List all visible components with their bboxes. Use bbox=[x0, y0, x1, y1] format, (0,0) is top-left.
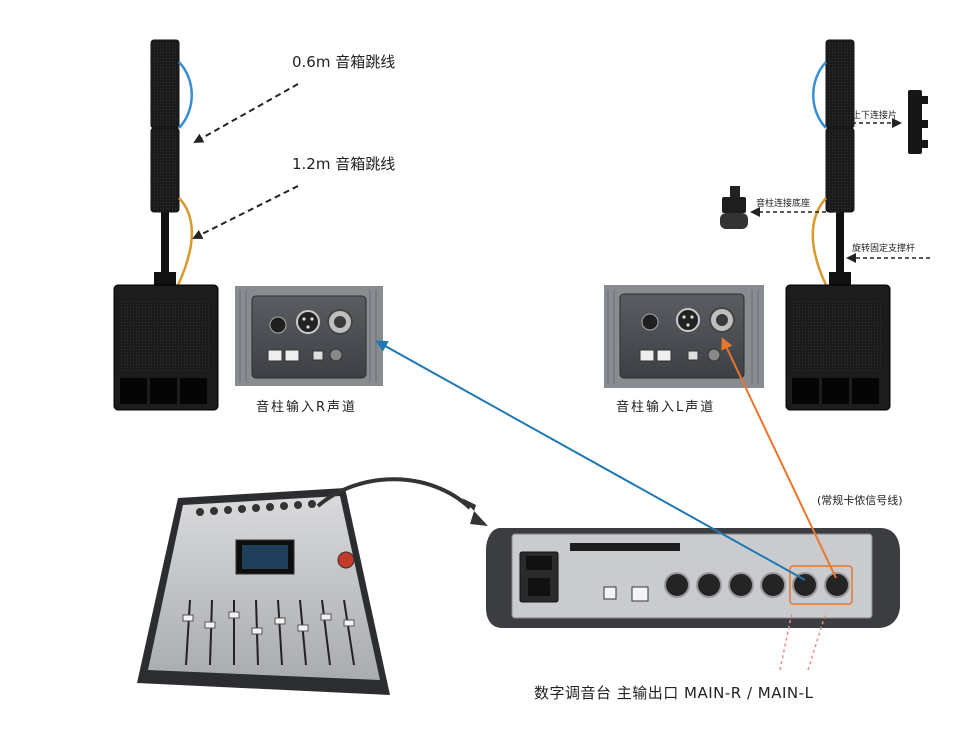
xlr-connector-icon bbox=[296, 310, 320, 334]
subwoofer-port-1 bbox=[792, 378, 819, 404]
jumper-cable-short bbox=[178, 61, 193, 129]
pole-base bbox=[829, 272, 851, 286]
subwoofer-grille bbox=[119, 300, 209, 372]
xlr-connector-icon bbox=[676, 308, 700, 332]
curved-arrow-icon bbox=[316, 477, 472, 510]
pointer-main-l bbox=[807, 611, 827, 671]
column-speaker-bottom bbox=[825, 127, 855, 213]
fader-caps bbox=[182, 611, 355, 635]
rj45-port-icon bbox=[631, 586, 649, 602]
column-base-part bbox=[720, 186, 748, 229]
heatsink-fins bbox=[239, 290, 377, 382]
subwoofer-port-1 bbox=[120, 378, 147, 404]
digital-mixer-rear-panel bbox=[486, 528, 900, 628]
link-plate-part bbox=[908, 90, 928, 154]
label-signal-cable: (常规卡侬信号线) bbox=[817, 494, 903, 507]
usb-port-icon bbox=[687, 350, 699, 361]
rear-panel-left-channel bbox=[604, 285, 764, 388]
level-knob bbox=[641, 313, 659, 331]
level-knob bbox=[269, 316, 287, 334]
main-out-highlight bbox=[789, 565, 853, 605]
channel-knobs bbox=[196, 500, 316, 516]
jumper-cable-long bbox=[176, 197, 194, 286]
curved-arrow-head bbox=[462, 498, 488, 526]
subwoofer-port-2 bbox=[150, 378, 177, 404]
label-mixer-main-output: 数字调音台 主输出口 MAIN-R / MAIN-L bbox=[534, 684, 814, 702]
pointer-main-r bbox=[779, 611, 793, 671]
subwoofer-grille bbox=[791, 300, 881, 372]
label-column-base: 音柱连接底座 bbox=[756, 199, 811, 209]
jumper-cable-long bbox=[811, 197, 828, 286]
xlr-outputs bbox=[664, 572, 850, 598]
label-right-channel-input: 音柱输入R声道 bbox=[256, 400, 358, 415]
jumper-cable-short bbox=[812, 61, 827, 129]
subwoofer-port-3 bbox=[180, 378, 207, 404]
support-pole bbox=[836, 212, 844, 274]
cable-main-r-to-right-channel bbox=[375, 340, 806, 581]
label-link-plate: 上下连接片 bbox=[852, 111, 898, 121]
digital-mixer-top-view bbox=[137, 488, 390, 695]
usb-port-icon bbox=[312, 350, 324, 361]
right-column-speaker-system bbox=[785, 39, 891, 411]
card-slot bbox=[570, 543, 680, 551]
rj45-port-icon bbox=[639, 349, 655, 362]
column-speaker-top bbox=[825, 39, 855, 129]
column-speaker-bottom bbox=[150, 127, 180, 213]
cable-main-l-to-left-channel bbox=[721, 337, 837, 579]
support-pole bbox=[161, 212, 169, 274]
label-support-pole: 旋转固定支撑杆 bbox=[852, 244, 916, 254]
usb-port-icon bbox=[603, 586, 617, 600]
arrow-to-short-jumper bbox=[193, 83, 299, 143]
xlr-connector-icon bbox=[824, 572, 850, 598]
subwoofer-port-3 bbox=[852, 378, 879, 404]
column-speaker-top bbox=[150, 39, 180, 129]
rj45-port-icon bbox=[267, 349, 283, 362]
label-left-channel-input: 音柱输入L声道 bbox=[616, 400, 716, 415]
rear-panel-right-channel bbox=[235, 286, 383, 386]
xlr-connector-icon bbox=[792, 572, 818, 598]
label-jumper-long: 1.2m 音箱跳线 bbox=[292, 155, 396, 173]
arrow-to-long-jumper bbox=[192, 185, 299, 239]
subwoofer-port-2 bbox=[822, 378, 849, 404]
label-jumper-short: 0.6m 音箱跳线 bbox=[292, 53, 396, 71]
left-column-speaker-system bbox=[113, 39, 219, 411]
pole-base bbox=[154, 272, 176, 286]
